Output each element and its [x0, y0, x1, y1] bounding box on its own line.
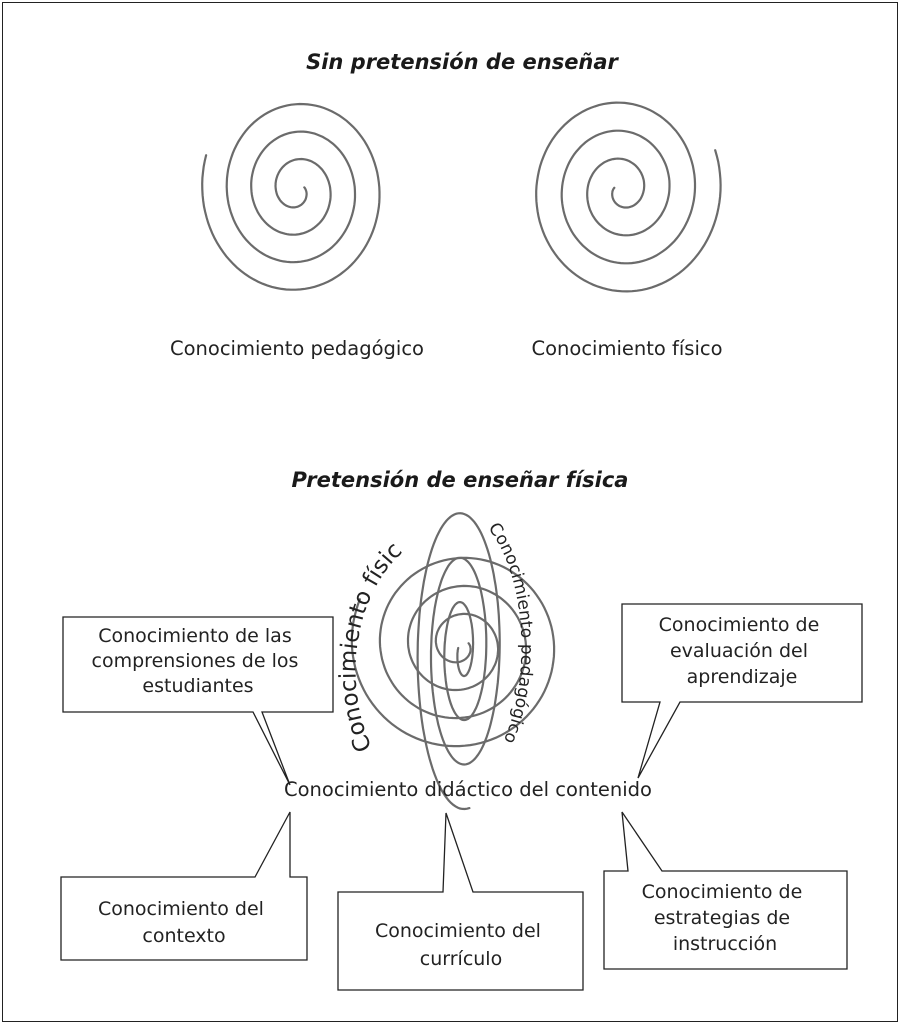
callout-evaluation-box	[621, 603, 863, 779]
callout-curriculum-text: Conocimiento del currículo	[375, 920, 547, 970]
callout-curriculum-line-1: Conocimiento del	[375, 920, 541, 942]
callout-evaluation-line-3: aprendizaje	[687, 666, 798, 688]
callout-students-line-2: comprensiones de los	[92, 650, 299, 672]
callout-strategies-text: Conocimiento de estrategias de instrucci…	[642, 881, 809, 955]
callout-context-line-2: contexto	[142, 925, 225, 947]
physics-knowledge-label: Conocimiento físico	[531, 337, 722, 360]
callout-evaluation-line-2: evaluación del	[670, 640, 808, 662]
callout-evaluation-line-1: Conocimiento de	[659, 614, 820, 636]
callout-students-line-3: estudiantes	[142, 675, 253, 697]
combined-physics-spiral	[350, 556, 556, 748]
curved-pedagogical-label: Conocimiento pedagógico	[484, 519, 536, 746]
combined-pedagogical-spiral	[416, 512, 501, 811]
callout-strategies-line-3: instrucción	[673, 933, 777, 955]
callout-strategies-line-2: estrategias de	[654, 907, 790, 929]
callout-students-box	[62, 616, 334, 786]
callout-context-box	[60, 811, 308, 961]
callout-evaluation-text: Conocimiento de evaluación del aprendiza…	[659, 614, 826, 688]
callout-curriculum-box	[337, 812, 584, 991]
callout-context-line-1: Conocimiento del	[98, 898, 264, 920]
pedagogical-spiral	[201, 102, 381, 291]
pedagogical-knowledge-label: Conocimiento pedagógico	[170, 337, 424, 360]
callout-strategies-box	[603, 811, 848, 970]
callout-curriculum-line-2: currículo	[420, 948, 502, 970]
callout-students-line-1: Conocimiento de las	[98, 625, 292, 647]
bottom-title: Pretensión de enseñar física	[292, 468, 629, 492]
top-title: Sin pretensión de enseñar	[306, 50, 619, 74]
curved-pedagogical-textpath: Conocimiento pedagógico	[484, 519, 536, 746]
didactic-knowledge-label: Conocimiento didáctico del contenido	[284, 778, 652, 801]
callout-students-text: Conocimiento de las comprensiones de los…	[92, 625, 305, 697]
callout-strategies-line-1: Conocimiento de	[642, 881, 803, 903]
physics-spiral	[535, 101, 722, 293]
callout-context-text: Conocimiento del contexto	[98, 898, 270, 947]
